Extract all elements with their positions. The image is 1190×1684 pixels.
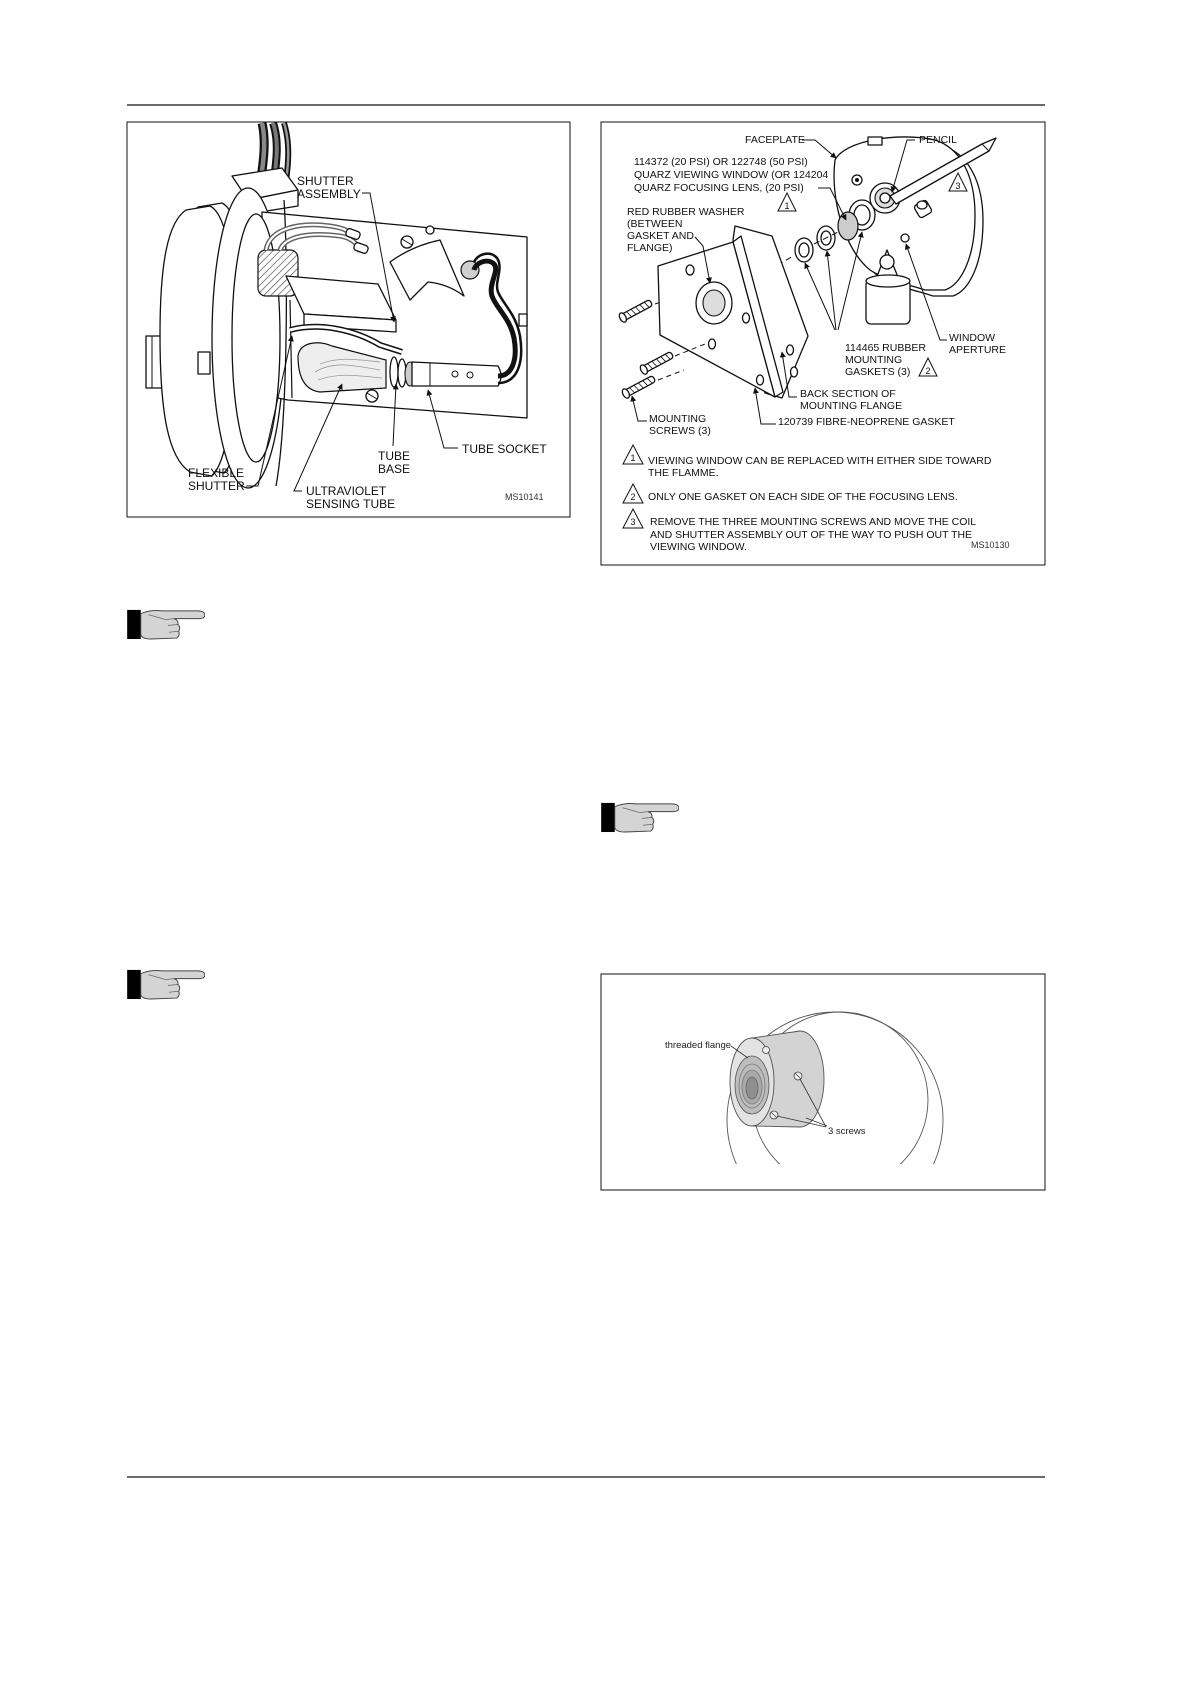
label-back-section: BACK SECTION OF — [800, 388, 896, 400]
label-rubber-gaskets: 114465 RUBBER — [845, 342, 926, 354]
note-2: 2 ONLY ONE GASKET ON EACH SIDE OF THE FO… — [622, 482, 958, 504]
label-shutter-assembly: ASSEMBLY — [297, 187, 361, 201]
label-uv-tube: SENSING TUBE — [306, 497, 395, 511]
label-tube-base: TUBE — [378, 449, 410, 463]
label-screws: 3 screws — [828, 1126, 866, 1137]
leader-flexible-shutter — [246, 335, 294, 487]
svg-text:1: 1 — [784, 201, 789, 211]
leader-pencil — [890, 139, 915, 193]
shutter-coil — [257, 249, 299, 297]
figure-uv-scanner: SHUTTER ASSEMBLY TUBE SOCKET TUBE BASE F… — [126, 121, 571, 518]
label-tube-base: BASE — [378, 462, 410, 476]
label-flexible-shutter: FLEXIBLE — [188, 466, 244, 480]
socket-wires — [471, 258, 518, 379]
leader-tube-socket — [426, 389, 458, 449]
flange-screw — [793, 1071, 803, 1081]
note-text: THE FLAMME. — [648, 467, 719, 479]
label-viewing-window: QUARZ VIEWING WINDOW (OR 124204 — [634, 169, 828, 181]
screw — [425, 225, 435, 235]
label-shutter-assembly: SHUTTER — [297, 174, 354, 188]
note-text: AND SHUTTER ASSEMBLY OUT OF THE WAY TO P… — [650, 529, 972, 541]
mounting-screw — [618, 299, 653, 323]
leader-tube-base — [392, 383, 399, 447]
note-1: 1 VIEWING WINDOW CAN BE REPLACED WITH EI… — [622, 443, 992, 479]
leader-screws — [776, 1078, 828, 1128]
leader-rubber-gaskets — [804, 262, 836, 331]
leader-mounting-screws — [630, 395, 647, 422]
svg-text:3: 3 — [630, 517, 635, 527]
leader-faceplate — [802, 139, 837, 159]
label-viewing-window: 114372 (20 PSI) OR 122748 (50 PSI) — [634, 156, 808, 168]
threaded-flange — [729, 1030, 825, 1128]
leader-viewing-window — [818, 187, 847, 221]
label-tube-socket: TUBE SOCKET — [462, 442, 547, 456]
svg-text:2: 2 — [630, 492, 635, 502]
pointing-hand-icon — [127, 609, 205, 640]
leader-back-section — [779, 351, 797, 398]
svg-text:2: 2 — [925, 366, 930, 376]
label-window-aperture: APERTURE — [949, 344, 1006, 356]
svg-text:3: 3 — [955, 181, 960, 191]
label-red-washer: RED RUBBER WASHER — [627, 206, 745, 218]
leader-uv-tube — [293, 383, 343, 492]
warning-triangle-icon: 3 — [948, 171, 968, 192]
note-text: VIEWING WINDOW. — [650, 541, 747, 553]
svg-text:1: 1 — [630, 453, 635, 463]
label-window-aperture: WINDOW — [949, 332, 995, 344]
warning-triangle-icon: 3 — [622, 507, 644, 529]
leader-threaded-flange — [730, 1045, 749, 1059]
focusing-lens — [837, 211, 859, 241]
label-red-washer: FLANGE) — [627, 242, 673, 254]
label-viewing-window: QUARZ FOCUSING LENS, (20 PSI) — [634, 182, 804, 194]
pointing-hand-icon — [127, 969, 205, 1000]
label-back-section: MOUNTING FLANGE — [800, 400, 902, 412]
label-threaded-flange: threaded flange — [665, 1040, 731, 1051]
leader-window-aperture — [904, 243, 947, 341]
note-text: REMOVE THE THREE MOUNTING SCREWS AND MOV… — [650, 516, 976, 528]
label-red-washer: (BETWEEN — [627, 218, 682, 230]
label-fibre-gasket: 120739 FIBRE-NEOPRENE GASKET — [778, 416, 955, 428]
note-text: ONLY ONE GASKET ON EACH SIDE OF THE FOCU… — [648, 491, 958, 503]
figure-frame — [600, 121, 1046, 566]
label-rubber-gaskets: MOUNTING — [845, 354, 902, 366]
warning-triangle-icon: 1 — [777, 191, 797, 212]
figure-threaded-flange: threaded flange 3 screws — [600, 973, 1046, 1191]
label-flexible-shutter: SHUTTER — [188, 479, 245, 493]
drawing-code: MS10141 — [505, 492, 544, 502]
note-text: VIEWING WINDOW CAN BE REPLACED WITH EITH… — [648, 455, 992, 467]
shutter-flap — [389, 239, 465, 301]
leader-fibre-gasket — [752, 387, 776, 425]
label-rubber-gaskets: GASKETS (3) — [845, 366, 910, 378]
warning-triangle-icon: 2 — [918, 356, 938, 377]
leader-rubber-gaskets — [824, 250, 837, 331]
figure-viewing-window: 1 3 2 FACEPLATE PENCIL 114372 (20 PSI) O… — [600, 121, 1046, 566]
uv-scanner-drawing — [145, 121, 528, 489]
leader-shutter-assembly — [362, 192, 396, 323]
mounting-screw — [639, 351, 674, 375]
label-mounting-screws: MOUNTING — [649, 413, 706, 425]
viewing-window-drawing — [618, 136, 997, 399]
leader-red-washer — [694, 236, 712, 284]
drawing-code: MS10130 — [971, 540, 1010, 550]
warning-triangle-icon: 1 — [622, 443, 644, 465]
flange-screw — [762, 1046, 770, 1054]
pointing-hand-icon — [601, 802, 679, 833]
pencil — [889, 137, 997, 205]
leader-rubber-gaskets — [837, 231, 864, 331]
tube-base — [389, 356, 399, 388]
figure-frame — [126, 121, 571, 518]
label-uv-tube: ULTRAVIOLET — [306, 484, 387, 498]
note-3: 3 REMOVE THE THREE MOUNTING SCREWS AND M… — [622, 507, 976, 553]
label-faceplate: FACEPLATE — [745, 134, 805, 146]
label-mounting-screws: SCREWS (3) — [649, 425, 711, 437]
label-red-washer: GASKET AND — [627, 230, 694, 242]
mounting-screw — [621, 375, 656, 399]
figure-frame — [600, 973, 1046, 1191]
warning-triangle-icon: 2 — [622, 482, 644, 504]
label-pencil: PENCIL — [919, 134, 957, 146]
flange-screw — [769, 1110, 779, 1120]
